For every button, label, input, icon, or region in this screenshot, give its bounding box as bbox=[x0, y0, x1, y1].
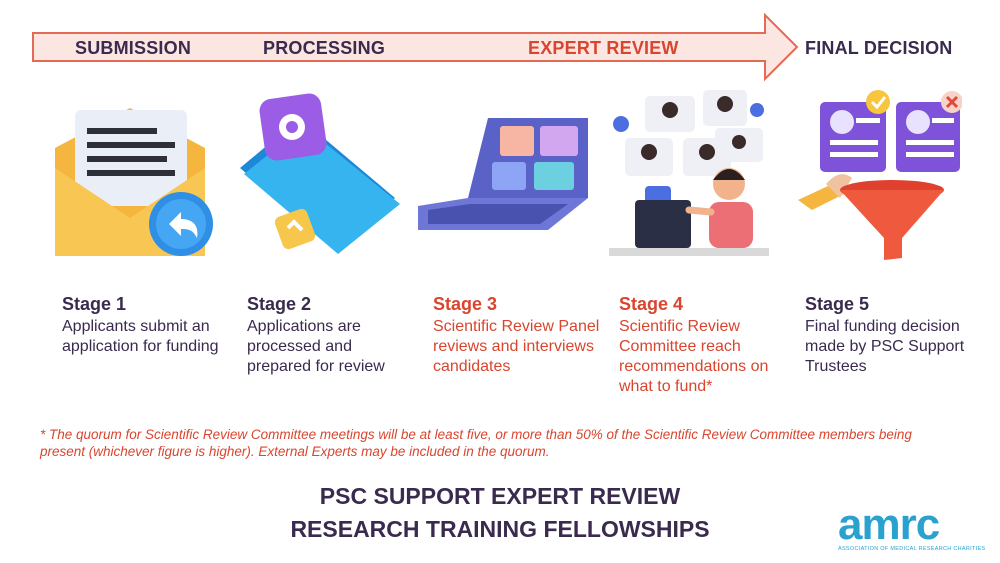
stage-5-description: Final funding decision made by PSC Suppo… bbox=[805, 318, 965, 375]
stage-3: Stage 3 Scientific Review Panel reviews … bbox=[433, 294, 603, 377]
phase-expert-review: EXPERT REVIEW bbox=[528, 38, 679, 58]
amrc-logo-word: amrc bbox=[838, 500, 940, 549]
phase-processing: PROCESSING bbox=[263, 38, 386, 58]
phase-submission: SUBMISSION bbox=[75, 38, 192, 58]
phase-final-decision: FINAL DECISION bbox=[805, 38, 953, 58]
stage-1: Stage 1 Applicants submit an application… bbox=[62, 294, 232, 357]
page-title-line-2: RESEARCH TRAINING FELLOWSHIPS bbox=[290, 516, 710, 542]
funnel-decision-icon bbox=[798, 90, 962, 260]
stage-4-description: Scientific Review Committee reach recomm… bbox=[619, 318, 769, 395]
stage-4: Stage 4 Scientific Review Committee reac… bbox=[619, 294, 789, 397]
stage-2-title: Stage 2 bbox=[247, 294, 312, 314]
stage-5-title: Stage 5 bbox=[805, 294, 870, 314]
stage-2: Stage 2 Applications are processed and p… bbox=[247, 294, 417, 377]
stage-1-title: Stage 1 bbox=[62, 294, 127, 314]
page-title-line-1: PSC SUPPORT EXPERT REVIEW bbox=[319, 483, 681, 509]
video-meeting-icon bbox=[609, 90, 769, 256]
laptop-icon bbox=[418, 118, 588, 230]
stage-4-title: Stage 4 bbox=[619, 294, 684, 314]
envelope-reply-icon bbox=[55, 108, 213, 256]
stage-2-description: Applications are processed and prepared … bbox=[247, 318, 385, 375]
stage-3-description: Scientific Review Panel reviews and inte… bbox=[433, 318, 600, 375]
process-arrow bbox=[32, 12, 799, 82]
stage-3-title: Stage 3 bbox=[433, 294, 498, 314]
quorum-footnote: * The quorum for Scientific Review Commi… bbox=[40, 427, 912, 459]
stage-5: Stage 5 Final funding decision made by P… bbox=[805, 294, 975, 377]
folder-gear-icon bbox=[240, 93, 400, 254]
amrc-logo-subtitle: ASSOCIATION OF MEDICAL RESEARCH CHARITIE… bbox=[838, 546, 986, 552]
stage-1-description: Applicants submit an application for fun… bbox=[62, 318, 219, 355]
amrc-logo: amrc ASSOCIATION OF MEDICAL RESEARCH CHA… bbox=[838, 500, 990, 557]
